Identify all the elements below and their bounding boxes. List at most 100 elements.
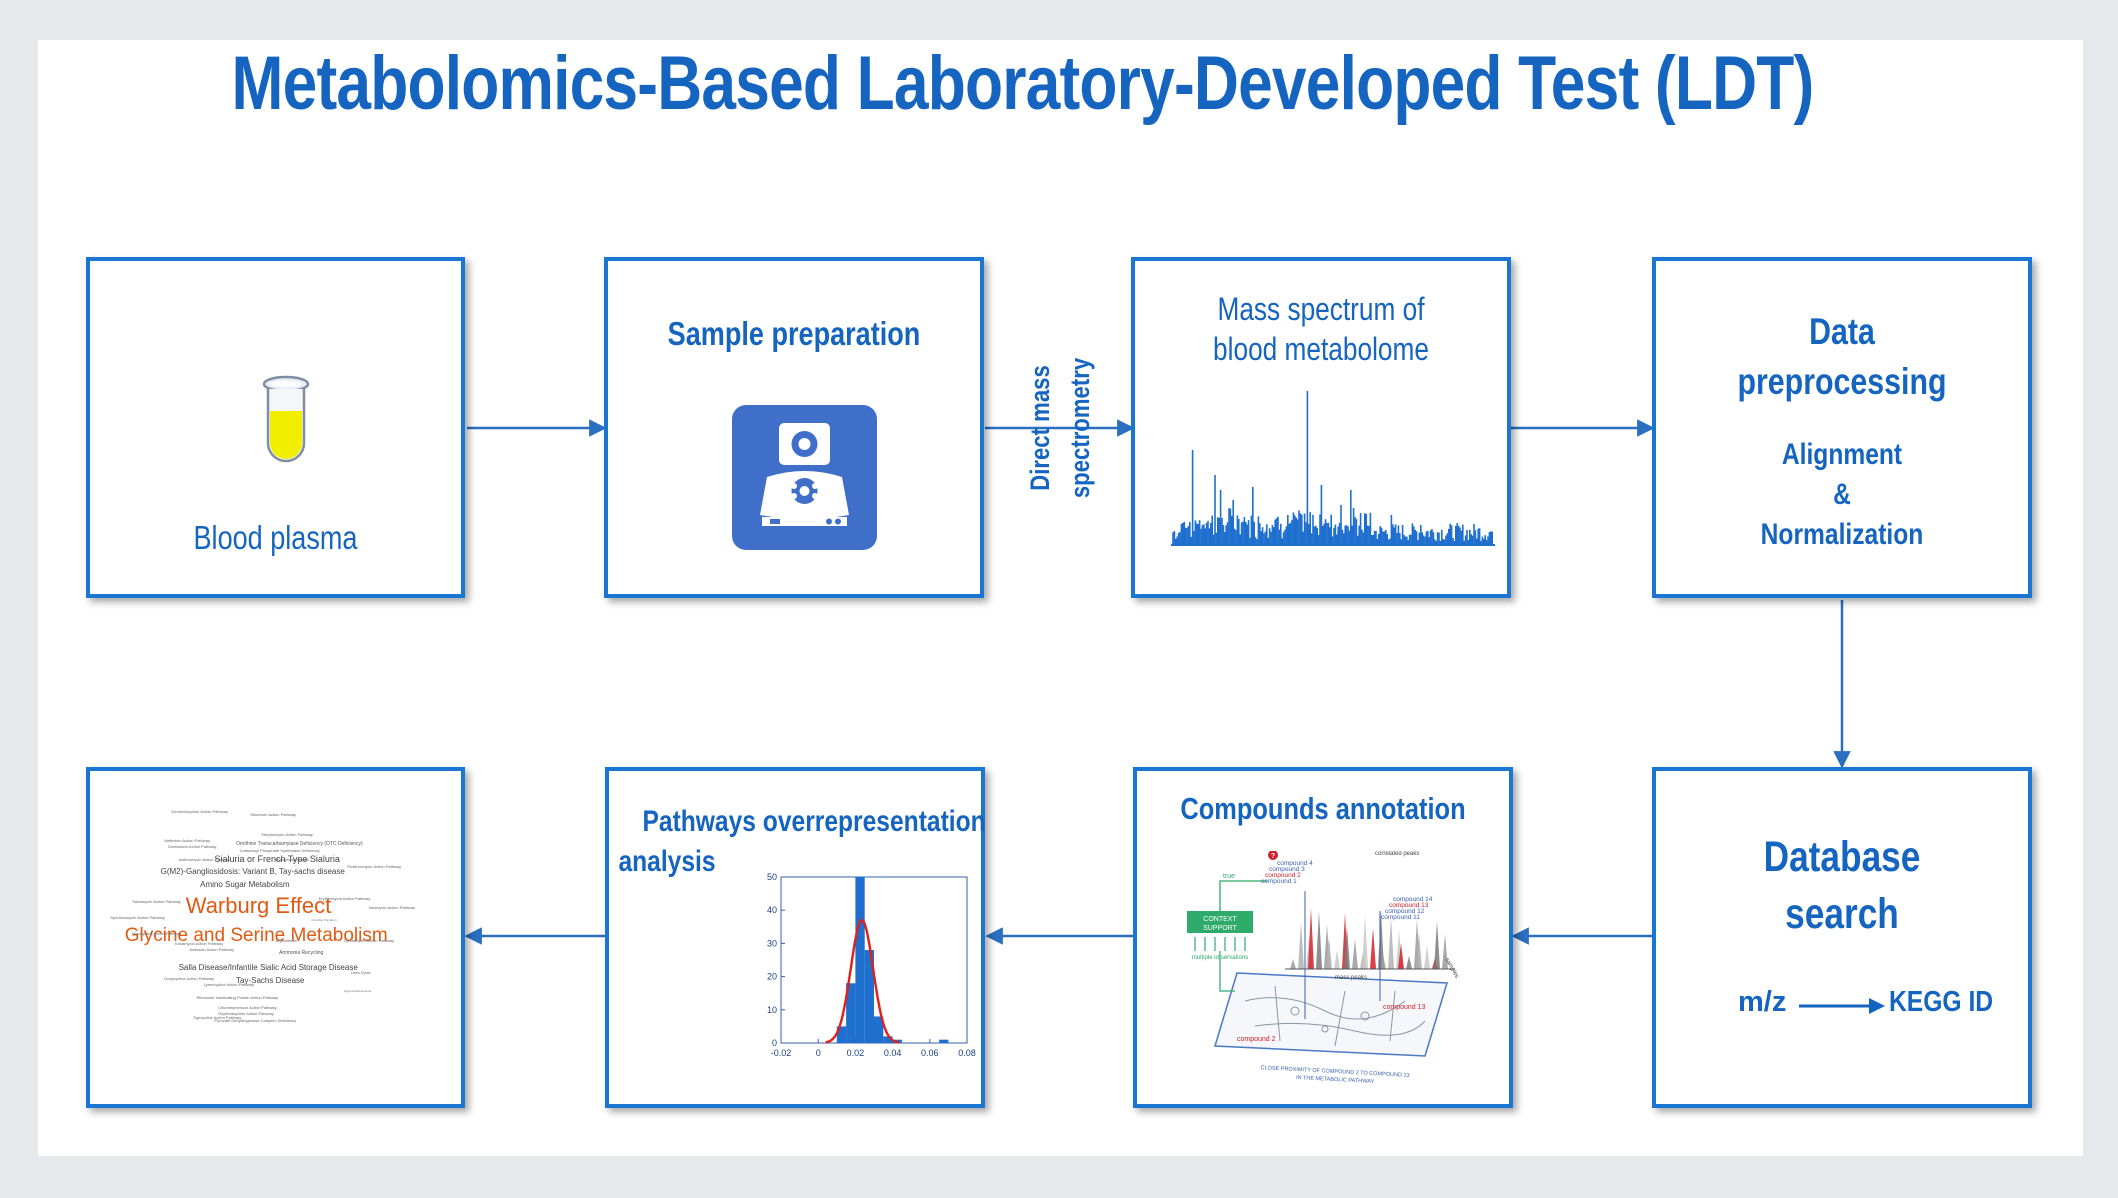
word-cloud-term: Demeclocycline Action Pathway: [171, 809, 228, 815]
word-cloud-term: Pyruvate Dehydrogenase Complex Deficienc…: [214, 1017, 297, 1023]
compound-14-text: compound 14: [1393, 896, 1433, 903]
compound-2-top-text: compound 2: [1265, 872, 1301, 879]
word-cloud-term: Tobramycin Action Pathway: [131, 898, 181, 904]
histogram-bar: [874, 1016, 884, 1043]
direct-ms-line1: Direct mass: [1025, 365, 1055, 491]
mass-spectrum-line2: blood metabolome: [1213, 331, 1429, 367]
compound-4-text: compound 4: [1277, 860, 1313, 867]
compound-12-text: compound 12: [1385, 908, 1425, 915]
word-cloud-term: Neomycin Action Pathway: [368, 905, 416, 911]
word-cloud-term: Minocycline Action Pathway: [131, 931, 182, 937]
mass-peak: [1370, 928, 1376, 969]
x-tick-label: 0.06: [921, 1048, 939, 1058]
mass-peak: [1316, 911, 1322, 969]
y-tick-label: 50: [767, 872, 777, 882]
word-cloud-term: Streptomycin Action Pathway: [261, 831, 313, 837]
mass-peak: [1442, 934, 1448, 969]
mz-label: m/z: [1738, 986, 1787, 1018]
mz-to-kegg-arrow: [1799, 998, 1885, 1014]
word-cloud-term: Citrulline Transport: [311, 918, 337, 923]
word-cloud-term: Spectinomycin Action Pathway: [110, 915, 165, 921]
preproc-normalization: Normalization: [1760, 518, 1924, 551]
word-cloud-term: Azithromycin Action Pathway: [178, 857, 230, 863]
compound-3-text: compound 3: [1269, 866, 1305, 873]
caption-line-2: IN THE METABOLIC PATHWAY: [1296, 1075, 1375, 1085]
word-cloud-term: Ornithine Transcarbamylase Deficiency (O…: [236, 841, 363, 848]
compounds-annotation-label: Compounds annotation: [1180, 791, 1466, 826]
preproc-title-line1: Data: [1809, 311, 1875, 352]
word-cloud-term: Glycine and Serine Metabolism: [124, 924, 388, 946]
mass-spectrum-box: Mass spectrum of blood metabolome: [1131, 257, 1511, 598]
word-cloud-term: Clindamycin Action Pathway: [343, 937, 394, 943]
fit-curve: [825, 918, 900, 1044]
pathways-box: Pathways overrepresentation analysis -0.…: [605, 767, 986, 1108]
word-cloud-term: Warburg Effect: [185, 892, 332, 918]
word-cloud-term: Carbamoyl Phosphate Synthetase Deficienc…: [239, 847, 320, 853]
histogram-bar: [836, 1026, 847, 1043]
kegg-label: KEGG ID: [1889, 986, 1994, 1018]
mass-peak: [1424, 945, 1430, 969]
preproc-alignment: Alignment: [1781, 438, 1903, 471]
y-tick-label: 40: [767, 905, 777, 915]
sample-prep-label: Sample preparation: [667, 315, 921, 352]
mass-peaks-text: mass peaks: [1335, 975, 1367, 981]
word-cloud-term: Ribosome Inactivating Protein Action Pat…: [196, 995, 279, 1001]
histogram-bar: [846, 983, 856, 1043]
word-cloud-term: Argininemia: [275, 937, 297, 943]
database-search-box: Database search m/z KEGG ID: [1652, 767, 2032, 1108]
word-cloud-term: Hypermethioninemia: [343, 988, 372, 993]
mass-spectrum-line1: Mass spectrum of: [1217, 291, 1425, 327]
mass-peak: [1298, 922, 1304, 969]
x-tick-label: 0.02: [847, 1048, 865, 1058]
direct-ms-label: Direct mass spectrometry: [1020, 168, 1110, 498]
annotation-figure: CONTEXT SUPPORT multiple observations tr…: [1187, 851, 1460, 1085]
compound-1-text: compound 1: [1261, 878, 1297, 885]
y-tick-label: 10: [767, 1005, 777, 1015]
page-title: Metabolomics-Based Laboratory-Developed …: [231, 41, 1815, 126]
compounds-annotation-box: Compounds annotation CONTEXT SUPPORT mul…: [1133, 767, 1513, 1108]
blood-plasma-box: Blood plasma: [86, 257, 465, 598]
word-cloud-term: Netilmicin Action Pathway: [164, 837, 210, 843]
sample-prep-box: Sample preparation: [604, 257, 984, 598]
true-label: true: [1223, 873, 1235, 880]
word-cloud-term: Chloramphenicol Action Pathway: [218, 1004, 277, 1010]
context-support-text-1: CONTEXT: [1203, 916, 1237, 923]
x-tick-label: 0: [816, 1048, 821, 1058]
word-cloud-term: Doxycycline Action Pathway: [164, 976, 215, 982]
word-cloud-term: Roxithromycin Action Pathway: [347, 863, 402, 869]
direct-ms-line2: spectrometry: [1065, 357, 1095, 499]
word-cloud-term: Amikacin Action Pathway: [189, 947, 235, 953]
mass-peak: [1326, 937, 1332, 969]
context-support-text-2: SUPPORT: [1203, 925, 1237, 932]
word-cloud-term: Tay-Sachs Disease: [236, 976, 305, 986]
word-cloud-term: Lymecycline Action Pathway: [203, 982, 255, 988]
histogram-bar: [883, 1036, 893, 1043]
mass-peak: [1290, 959, 1296, 969]
y-tick-label: 30: [767, 938, 777, 948]
word-cloud-term: Oxytetracycline Action Pathway: [218, 1011, 274, 1017]
compound-13-top-text: compound 13: [1389, 902, 1429, 909]
mass-peak: [1416, 932, 1422, 969]
word-cloud-term: G(M2)-Gangliosidosis: Variant B, Tay-sac…: [160, 866, 345, 876]
pathways-label-line2: analysis: [618, 845, 716, 878]
word-cloud-term: Gentamicin Action Pathway: [167, 844, 217, 850]
pathways-label-line1: Pathways overrepresentation: [642, 805, 986, 838]
word-cloud-term: Hypophosphatasia: [275, 857, 309, 863]
word-cloud-term: Amino Sugar Metabolism: [200, 879, 290, 889]
db-title-line2: search: [1785, 890, 1899, 938]
word-cloud-term: Tigecycline Action Pathway: [192, 1014, 242, 1020]
mass-peak: [1334, 950, 1340, 969]
mass-peak: [1352, 939, 1358, 969]
x-tick-label: 0.04: [884, 1048, 902, 1058]
word-cloud-term: Salla Disease/Infantile Sialic Acid Stor…: [178, 963, 358, 973]
histogram-bar: [864, 950, 874, 1043]
mass-peak: [1308, 908, 1314, 969]
mass-peak: [1398, 943, 1404, 969]
compound-13-text: compound 13: [1383, 1004, 1426, 1011]
preproc-title-line2: preprocessing: [1737, 361, 1947, 402]
y-tick-label: 0: [772, 1038, 777, 1048]
word-cloud-term: Kanamycin Action Pathway: [174, 940, 224, 946]
